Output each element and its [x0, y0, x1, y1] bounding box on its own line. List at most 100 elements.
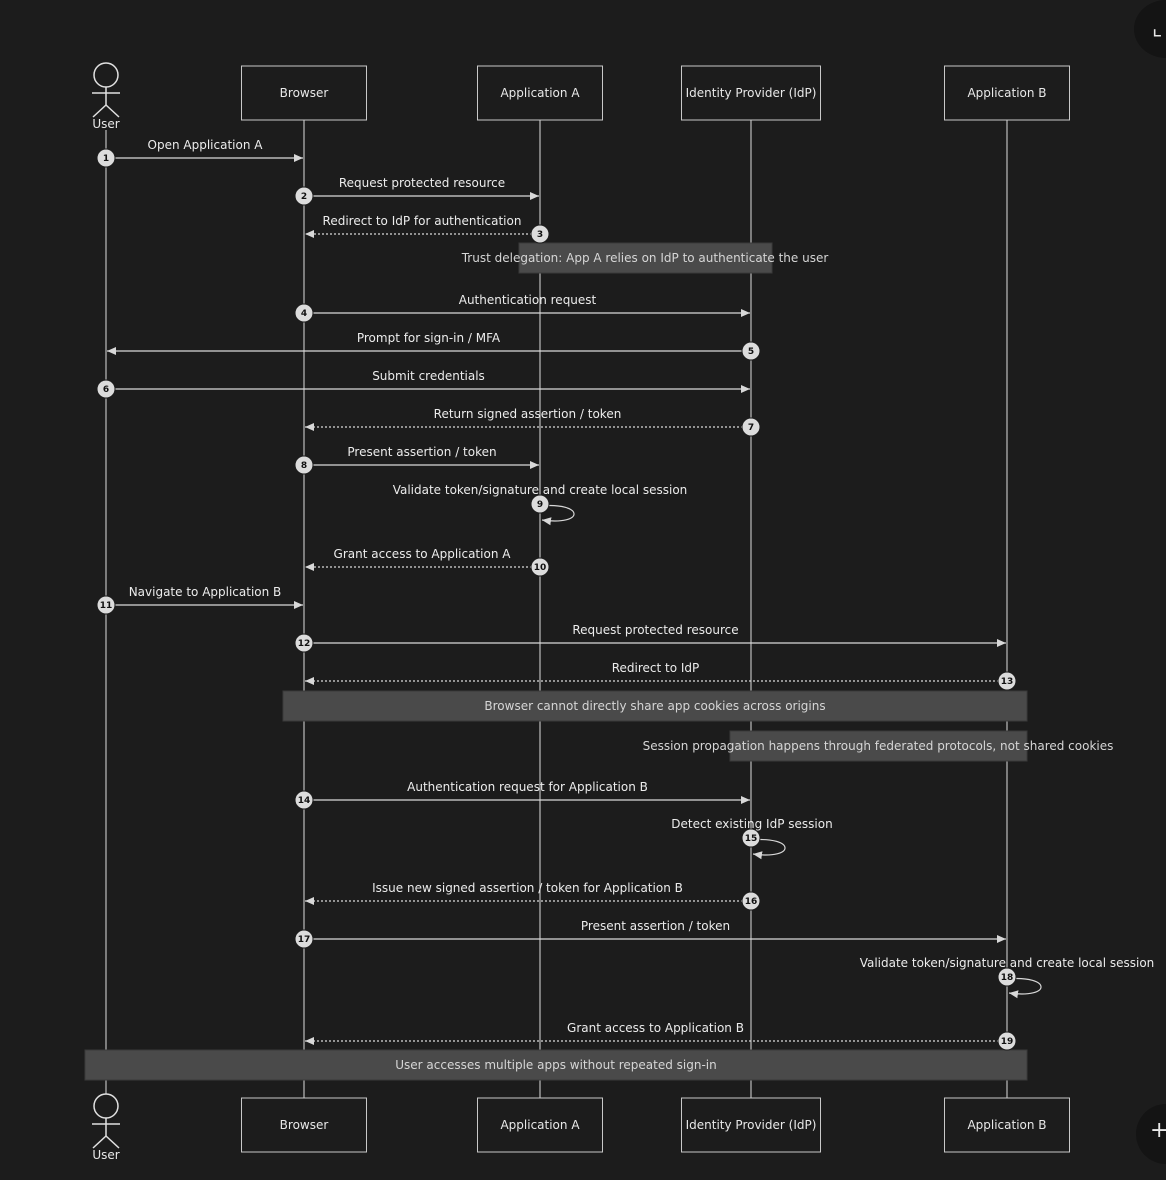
sequence-number-badge [741, 828, 761, 848]
message-2: Request protected resource 2 [294, 176, 539, 206]
participant-box-appA [477, 1097, 603, 1153]
participant-label-appB: Application B [967, 1118, 1046, 1132]
message-18: Validate token/signature and create loca… [860, 956, 1155, 999]
sequence-number: 16 [745, 897, 758, 907]
sequence-number-badge [741, 891, 761, 911]
message-10: Grant access to Application A10 [305, 547, 550, 577]
sequence-number: 5 [748, 347, 754, 357]
message-label: Redirect to IdP for authentication [323, 214, 522, 228]
sequence-number: 4 [301, 309, 307, 319]
sequence-number-badge [294, 929, 314, 949]
user-actor-bottom: User [92, 1093, 120, 1162]
message-label: Request protected resource [572, 623, 738, 637]
sequence-number: 11 [100, 601, 113, 611]
participant-box-appB [944, 65, 1070, 121]
sequence-number-badge [294, 790, 314, 810]
sequence-number-badge [741, 341, 761, 361]
message-12: Request protected resource 12 [294, 623, 1006, 653]
note-box [282, 690, 1028, 722]
sequence-number-badge [294, 455, 314, 475]
message-label: Detect existing IdP session [671, 817, 832, 831]
message-line [1006, 977, 1042, 999]
message-8: Present assertion / token 8 [294, 445, 539, 475]
sequence-number-badge [96, 148, 116, 168]
message-label: Navigate to Application B [129, 585, 282, 599]
actor-label-user-bottom: User [92, 1148, 119, 1162]
message-label: Authentication request [459, 293, 597, 307]
sequence-number: 8 [301, 461, 307, 471]
message-label: Grant access to Application B [567, 1021, 744, 1035]
message-4: Authentication request 4 [294, 293, 750, 323]
collapse-icon: ⌞ [1152, 16, 1163, 41]
message-label: Validate token/signature and create loca… [860, 956, 1155, 970]
message-1: Open Application A1 [96, 138, 303, 168]
note-box [729, 730, 1028, 762]
sequence-number: 1 [103, 154, 109, 164]
participant-label-browser: Browser [280, 86, 329, 100]
sequence-number-badge [530, 557, 550, 577]
message-7: Return signed assertion / token 7 [305, 407, 761, 437]
sequence-number-badge [997, 1031, 1017, 1051]
sequence-number: 17 [298, 935, 311, 945]
participant-appB-bottom: Application B [944, 1097, 1070, 1153]
message-label: Redirect to IdP [612, 661, 700, 675]
note-box [518, 242, 773, 274]
participant-label-idp: Identity Provider (IdP) [686, 86, 817, 100]
sequence-number: 12 [298, 639, 311, 649]
sequence-number-badge [741, 417, 761, 437]
sequence-number-badge [294, 303, 314, 323]
note-3: Trust delegation: App A relies on IdP to… [461, 242, 828, 274]
message-label: Return signed assertion / token [434, 407, 622, 421]
message-label: Present assertion / token [581, 919, 730, 933]
user-actor-top: User [92, 62, 120, 131]
message-label: Prompt for sign-in / MFA [357, 331, 501, 345]
message-6: Submit credentials 6 [96, 369, 750, 399]
user-head-icon [93, 62, 119, 88]
participant-browser-bottom: Browser [241, 1097, 367, 1153]
participant-label-appB: Application B [967, 86, 1046, 100]
message-line [750, 838, 786, 860]
note-text: User accesses multiple apps without repe… [395, 1058, 716, 1072]
note-text: Browser cannot directly share app cookie… [484, 699, 825, 713]
sequence-number-badge [96, 379, 116, 399]
note-box [84, 1049, 1028, 1081]
message-5: Prompt for sign-in / MFA 5 [107, 331, 761, 361]
sequence-number-badge [294, 633, 314, 653]
sequence-number: 9 [537, 500, 543, 510]
message-label: Submit credentials [372, 369, 485, 383]
sequence-number: 14 [298, 796, 311, 806]
message-label: Validate token/signature and create loca… [393, 483, 688, 497]
note-text: Session propagation happens through fede… [643, 739, 1114, 753]
message-16: Issue new signed assertion / token for A… [305, 881, 761, 911]
participant-idp-bottom: Identity Provider (IdP) [681, 1097, 821, 1153]
participant-box-idp [681, 1097, 821, 1153]
note-22: User accesses multiple apps without repe… [84, 1049, 1028, 1081]
sequence-number-badge [294, 186, 314, 206]
participant-label-appA: Application A [500, 1118, 580, 1132]
participant-label-idp: Identity Provider (IdP) [686, 1118, 817, 1132]
sequence-number: 7 [748, 423, 754, 433]
sequence-number: 6 [103, 385, 109, 395]
message-14: Authentication request for Application B… [294, 780, 750, 810]
sequence-number-badge [530, 224, 550, 244]
message-11: Navigate to Application B 11 [96, 585, 303, 615]
message-label: Issue new signed assertion / token for A… [372, 881, 683, 895]
participant-box-browser [241, 1097, 367, 1153]
message-17: Present assertion / token 17 [294, 919, 1006, 949]
participant-box-browser [241, 65, 367, 121]
message-label: Request protected resource [339, 176, 505, 190]
participant-label-browser: Browser [280, 1118, 329, 1132]
sequence-number-badge [96, 595, 116, 615]
sequence-number-badge [530, 494, 550, 514]
message-9: Validate token/signature and create loca… [393, 483, 688, 526]
sequence-number: 2 [301, 192, 307, 202]
message-label: Present assertion / token [347, 445, 496, 459]
note-14: Browser cannot directly share app cookie… [282, 690, 1028, 722]
participant-idp-top: Identity Provider (IdP) [681, 65, 821, 121]
participant-appA-top: Application A [477, 65, 603, 121]
participant-browser-top: Browser [241, 65, 367, 121]
